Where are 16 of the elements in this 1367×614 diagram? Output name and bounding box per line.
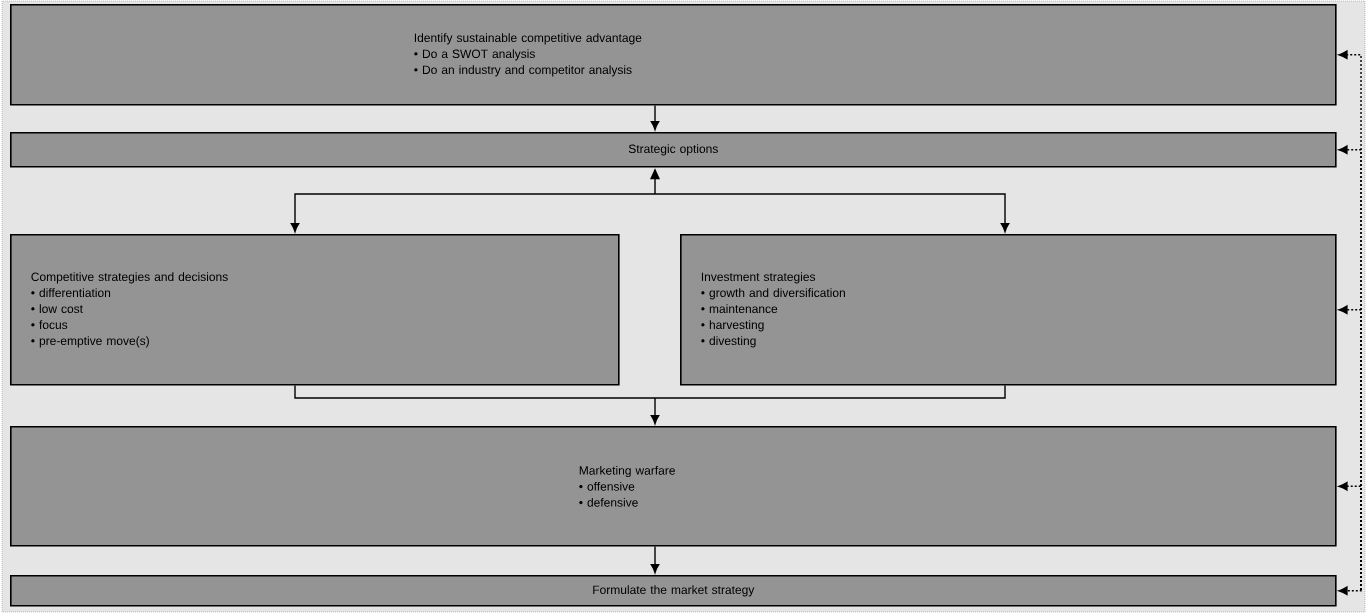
process-box: Identify sustainable competitive advantage • Do a SWOT analysis • Do an industry and competitor analysis xyxy=(10,4,1337,106)
feedback-arrow xyxy=(1338,586,1362,596)
arrow xyxy=(650,545,660,574)
arrow xyxy=(650,397,660,425)
feedback-arrow xyxy=(1338,481,1362,591)
process-box: Formulate the market strategy xyxy=(10,575,1337,607)
arrow xyxy=(290,193,656,233)
process-box: Strategic options xyxy=(10,132,1337,168)
arrow xyxy=(650,168,660,195)
arrow xyxy=(650,104,660,131)
process-box: Marketing warfare • offensive • defensive xyxy=(10,426,1337,547)
process-box: Competitive strategies and decisions • differentiation • low cost • focus • pre-emptive move(s) xyxy=(10,234,620,386)
process-box: Investment strategies • growth and diversification • maintenance • harvesting • divesting xyxy=(680,234,1337,386)
line xyxy=(654,384,1006,399)
line xyxy=(294,384,656,399)
arrow xyxy=(654,193,1010,233)
